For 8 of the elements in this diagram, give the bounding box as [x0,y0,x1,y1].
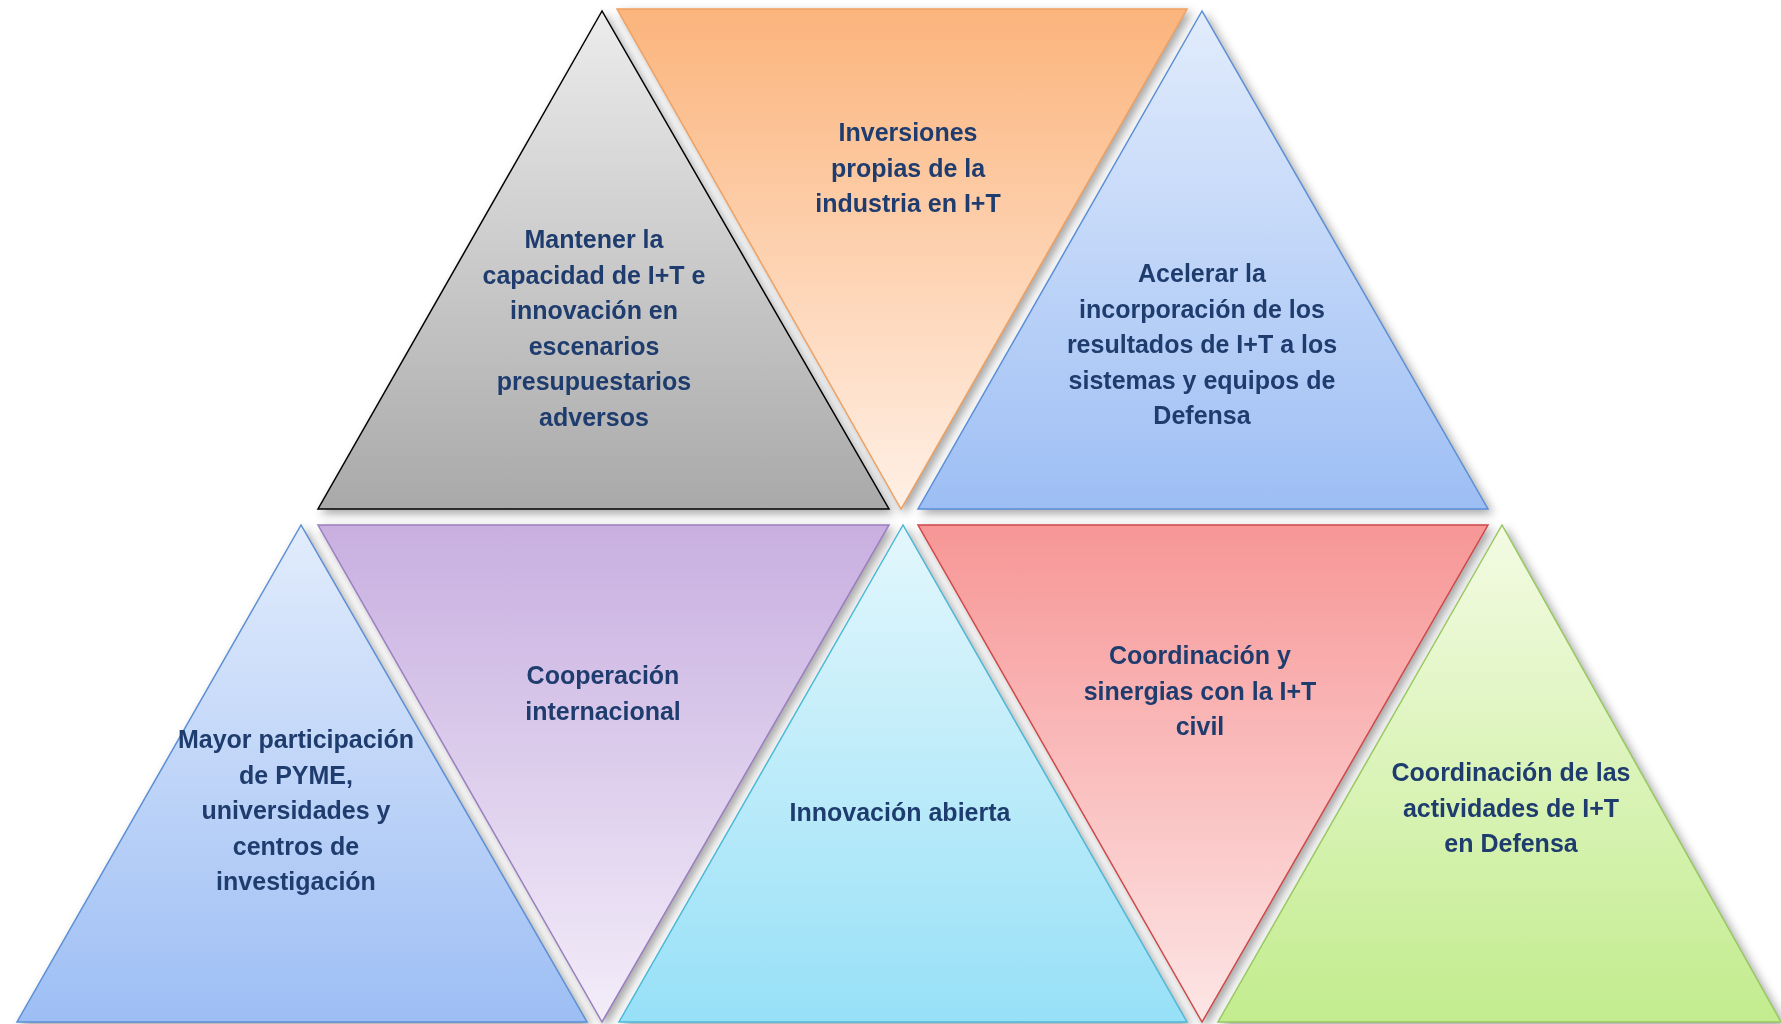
triangle-label: Cooperación internacional [524,660,682,727]
triangle-label: Innovación abierta [788,797,1012,828]
triangle-label: Mantener la capacidad de I+T e innovación en escenarios presupuestarios adversos [481,224,707,433]
triangle-label: Coordinación y sinergias con la I+T civil [1082,640,1318,742]
triangle-label: Acelerar la incorporación de los resultados de I+T a los sistemas y equipos de Defensa [1065,258,1339,431]
triangle-label: Inversiones propias de la industria en I+T [814,117,1002,219]
triangle-label: Mayor participación de PYME, universidades y centros de investigación [176,724,416,897]
triangle-label: Coordinación de las actividades de I+T en Defensa [1391,757,1631,859]
